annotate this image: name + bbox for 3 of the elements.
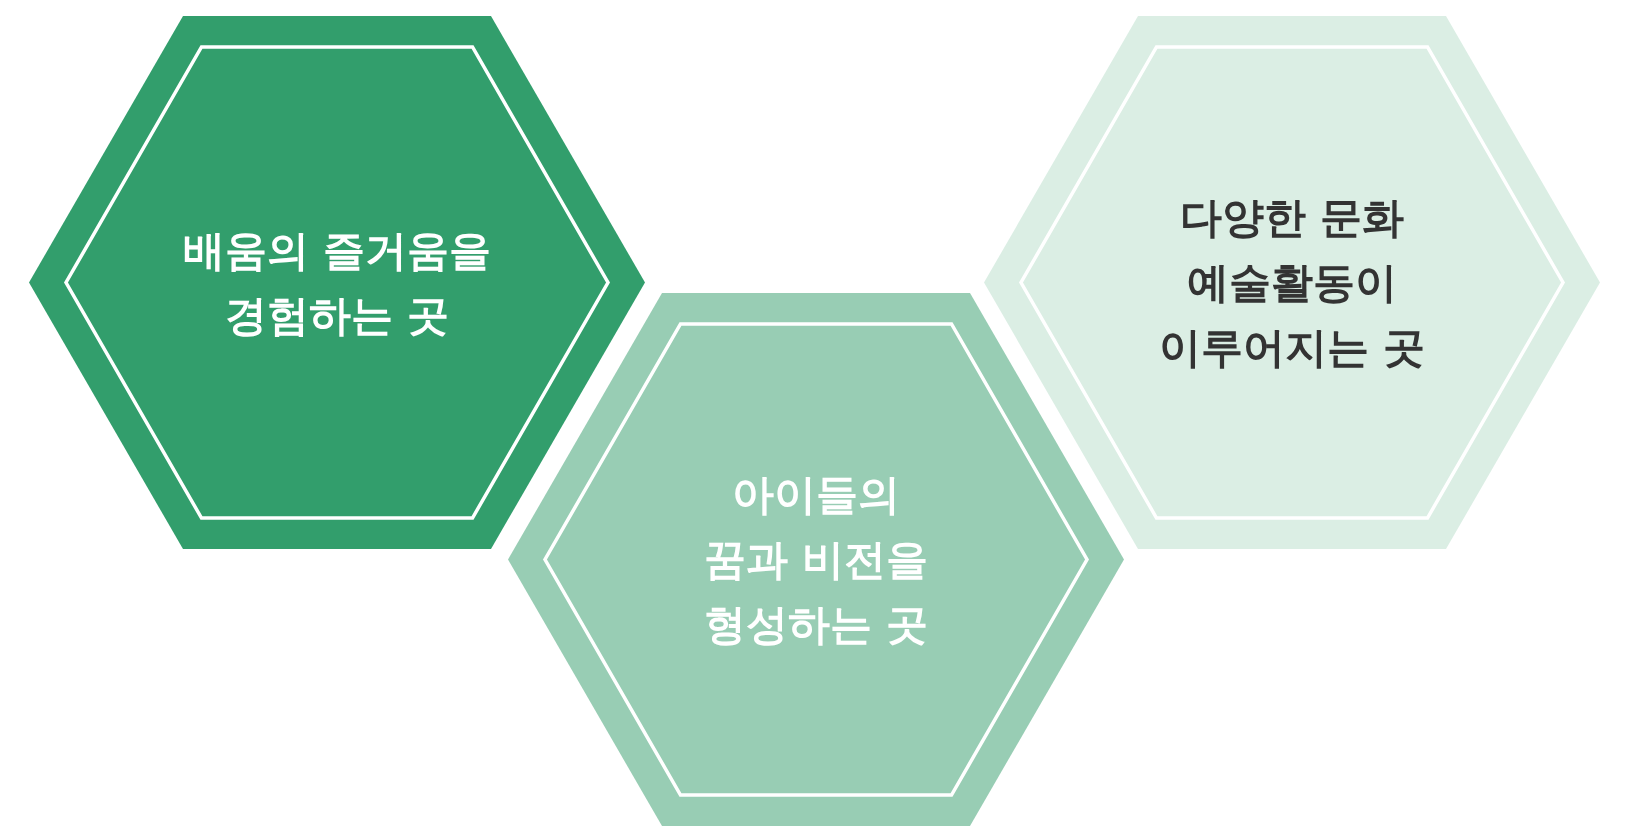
- hexagon-label: 다양한 문화 예술활동이 이루어지는 곳: [1157, 191, 1427, 375]
- hexagon-label: 아이들의 꿈과 비전을 형성하는 곳: [702, 468, 930, 652]
- hexagon-label: 배움의 즐거움을 경험하는 곳: [181, 224, 493, 342]
